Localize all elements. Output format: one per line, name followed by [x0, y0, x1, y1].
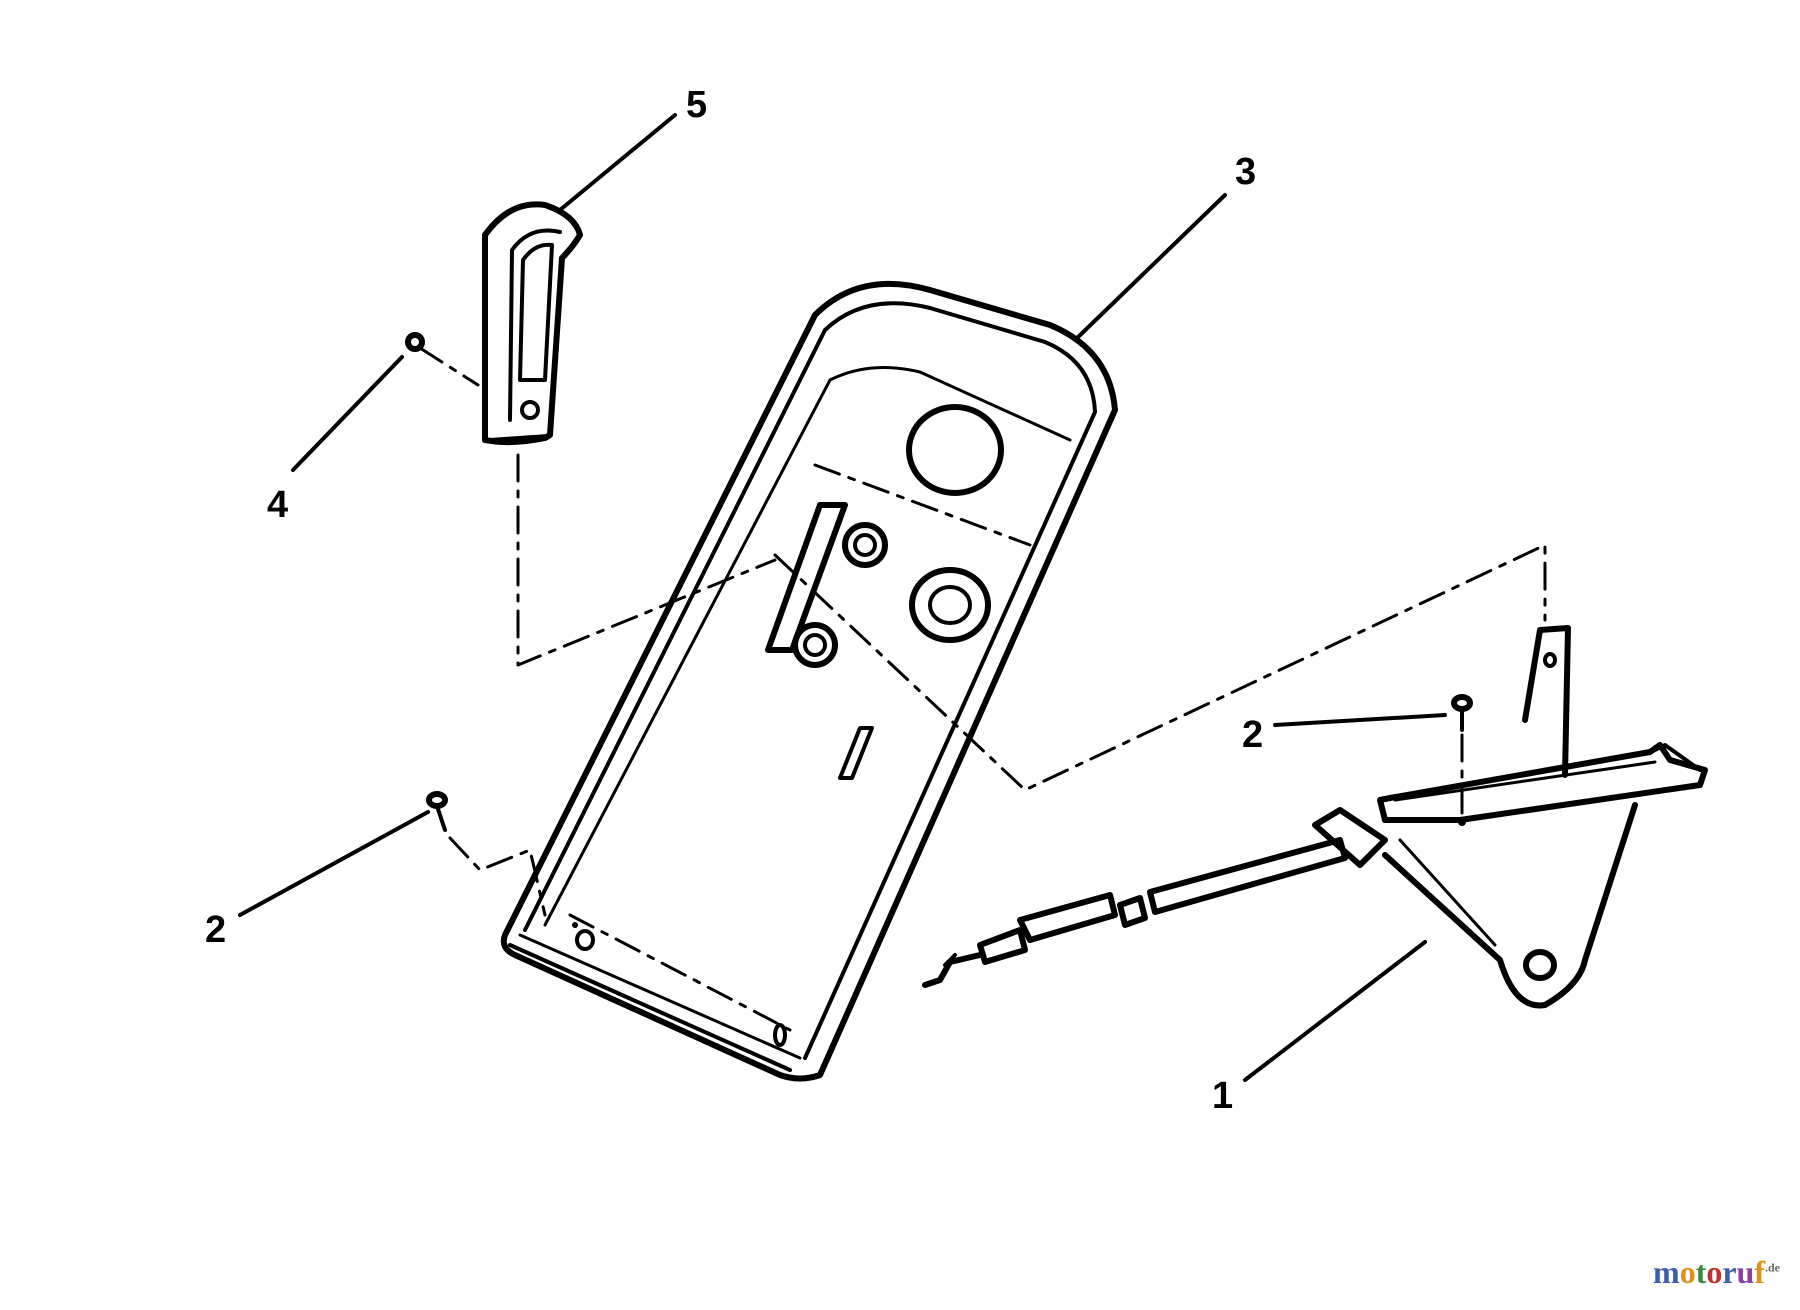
callout-numbers: 1 2 2 3 4 5	[205, 84, 1263, 1117]
leader-part2-right	[1273, 713, 1447, 727]
watermark-letter: m	[1653, 1254, 1680, 1290]
callout-part-1: 1	[1212, 1075, 1233, 1117]
leader-part1	[1243, 940, 1427, 1082]
part-3-plate	[500, 280, 1118, 1082]
part-2-right-screw	[1451, 694, 1473, 732]
part-4-screw	[405, 332, 425, 352]
assembly-line-part5	[516, 453, 777, 667]
assembly-line-part4	[418, 346, 480, 387]
leader-part3	[1073, 193, 1227, 342]
assembly-line-part2-left	[448, 836, 547, 917]
watermark-letter: o	[1706, 1254, 1723, 1290]
watermark-letter: u	[1736, 1254, 1755, 1290]
watermark-letter: o	[1679, 1254, 1696, 1290]
leader-lines	[238, 113, 1447, 1082]
callout-part-5: 5	[686, 84, 707, 126]
watermark-letter: t	[1695, 1254, 1707, 1290]
watermark-letter: f	[1754, 1254, 1765, 1290]
watermark-letter: r	[1722, 1254, 1737, 1290]
watermark-logo: motoruf.de	[1653, 1254, 1780, 1291]
assembly-lines	[418, 346, 1547, 928]
part-1-bracket-cable	[922, 625, 1708, 1009]
leader-part2-left	[238, 810, 430, 917]
part-2-left-screw	[426, 791, 448, 832]
part-5-lever-guide	[482, 201, 583, 446]
leader-part4	[291, 355, 404, 472]
callout-part-2-left: 2	[205, 909, 226, 951]
callout-part-3: 3	[1235, 151, 1256, 193]
callout-part-4: 4	[267, 484, 288, 526]
assembly-line-part1-tab	[773, 543, 1547, 792]
callout-part-2-right: 2	[1242, 714, 1263, 756]
leader-part5	[558, 113, 677, 212]
watermark-suffix: .de	[1765, 1260, 1780, 1275]
